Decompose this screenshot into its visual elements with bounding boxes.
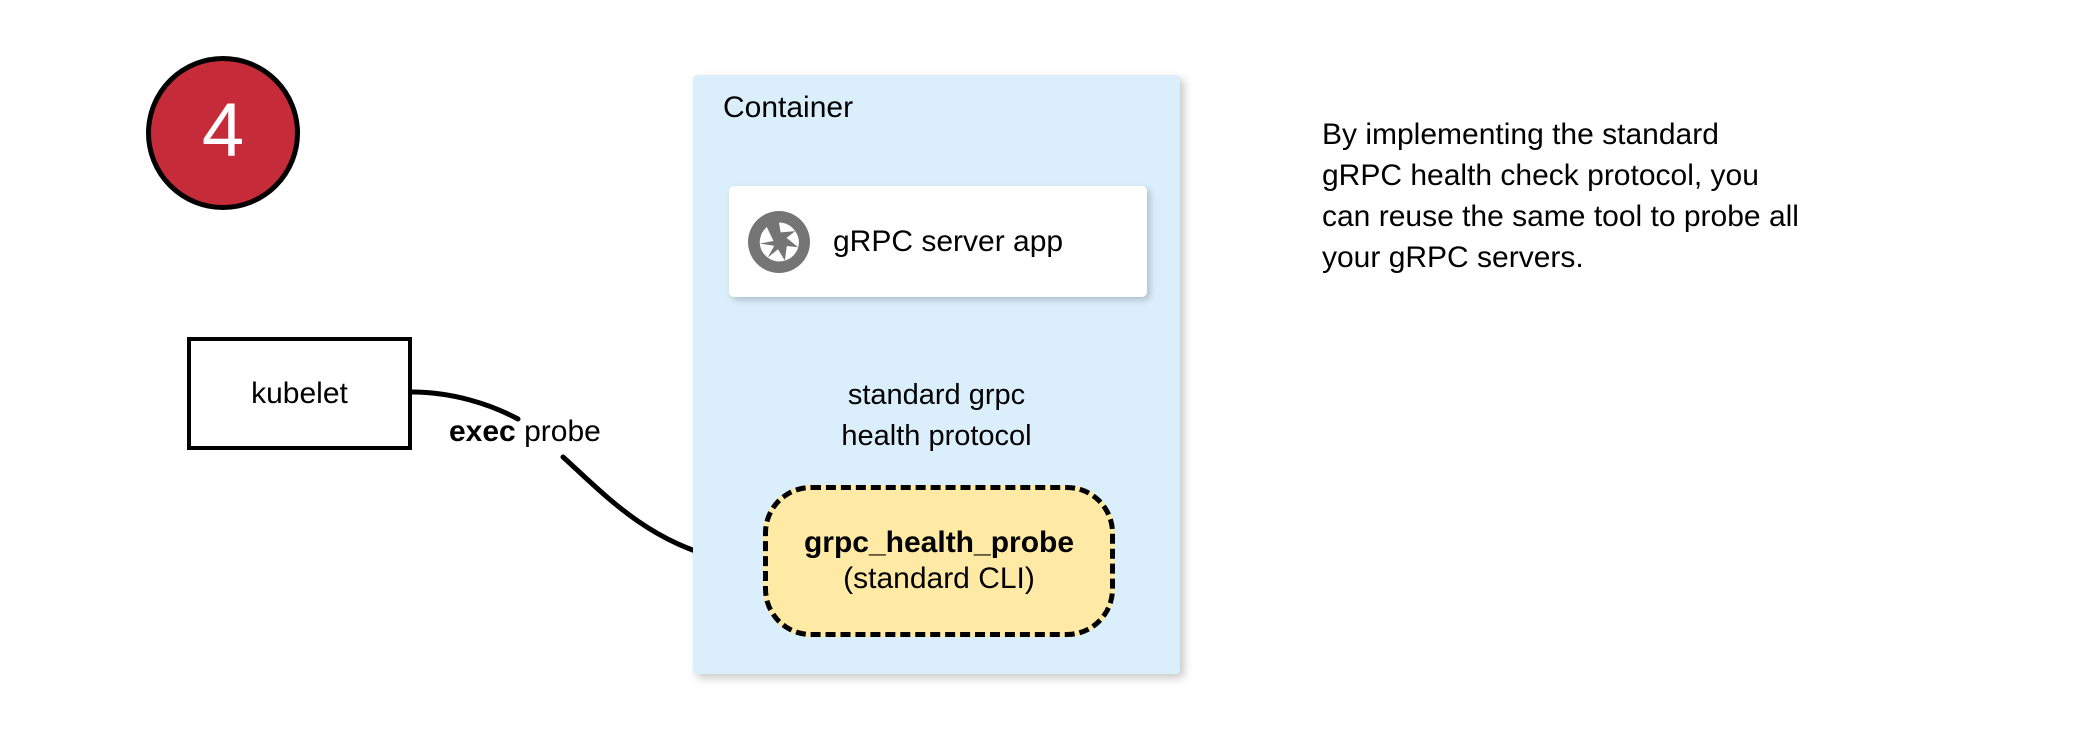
kubelet-label: kubelet xyxy=(251,376,348,410)
health-protocol-line-1: standard grpc xyxy=(847,379,1026,411)
grpc-server-app-label: gRPC server app xyxy=(833,224,1064,258)
health-protocol-edge-label: standard grpc health protocol xyxy=(693,375,1180,457)
grpc-server-app-card: gRPC server app xyxy=(729,186,1147,297)
kubelet-box: kubelet xyxy=(187,337,412,450)
caption-line-1: By implementing the standard xyxy=(1322,118,1719,151)
step-number: 4 xyxy=(201,88,245,173)
grpc-health-probe-node: grpc_health_probe (standard CLI) xyxy=(763,485,1115,637)
caption-text: By implementing the standard gRPC health… xyxy=(1322,114,1922,278)
health-protocol-line-2: health protocol xyxy=(841,420,1032,452)
step-badge: 4 xyxy=(146,56,300,210)
caption-line-3: can reuse the same tool to probe all xyxy=(1322,200,1799,233)
exec-probe-edge-label: exec probe xyxy=(449,415,601,449)
grpc-aperture-icon xyxy=(748,210,810,273)
caption-line-4: your gRPC servers. xyxy=(1322,241,1584,274)
probe-word: probe xyxy=(515,415,601,448)
probe-name: grpc_health_probe xyxy=(803,526,1075,559)
exec-keyword: exec xyxy=(449,415,516,448)
container-label: Container xyxy=(723,91,854,124)
caption-line-2: gRPC health check protocol, you xyxy=(1322,159,1759,192)
probe-subtitle: (standard CLI) xyxy=(843,562,1035,595)
